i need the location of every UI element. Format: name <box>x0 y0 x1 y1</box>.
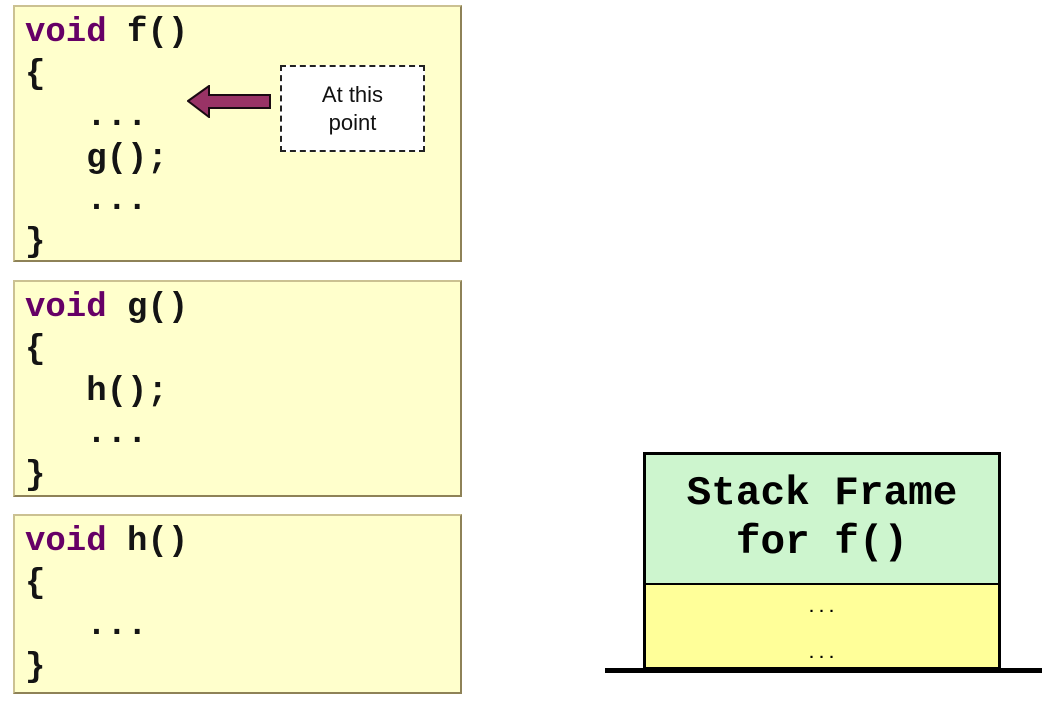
code-box-h: void h() { ... } <box>13 514 462 694</box>
keyword-void: void <box>25 289 107 327</box>
callout-text-line2: point <box>328 109 377 135</box>
code-line: { <box>25 56 46 94</box>
code-line: h(); <box>25 373 168 411</box>
keyword-void: void <box>25 14 107 52</box>
stack-below-region: ... ... <box>646 583 998 667</box>
stack-dots-row: ... <box>806 600 837 617</box>
stack-frame-f: Stack Frame for f() <box>646 455 998 583</box>
code-line: { <box>25 331 46 369</box>
code-line: } <box>25 457 46 495</box>
stack-base-line <box>605 668 1042 673</box>
code-box-g: void g() { h(); ... } <box>13 280 462 497</box>
code-line: } <box>25 649 46 687</box>
code-line: ... <box>25 98 148 136</box>
stack-frame-label-line1: Stack Frame <box>686 471 958 517</box>
code-line: ... <box>25 415 148 453</box>
callout-text-line1: At this <box>321 81 384 107</box>
code-line-signature: void f() <box>25 12 460 54</box>
function-name: f() <box>106 14 189 52</box>
code-line: g(); <box>25 140 168 178</box>
function-name: g() <box>106 289 189 327</box>
left-arrow-icon <box>187 85 271 118</box>
code-line-signature: void g() <box>25 287 460 329</box>
code-line: ... <box>25 182 148 220</box>
stack-dots-row: ... <box>806 646 837 663</box>
code-line: ... <box>25 607 148 645</box>
stack-diagram: Stack Frame for f() ... ... <box>643 452 1001 670</box>
keyword-void: void <box>25 523 107 561</box>
stack-frame-label-line2: for f() <box>735 520 909 566</box>
callout-box: At this point <box>280 65 425 152</box>
code-line: { <box>25 565 46 603</box>
left-arrow-shape <box>187 85 271 118</box>
code-line-signature: void h() <box>25 521 460 563</box>
code-line: } <box>25 224 46 262</box>
function-name: h() <box>106 523 189 561</box>
